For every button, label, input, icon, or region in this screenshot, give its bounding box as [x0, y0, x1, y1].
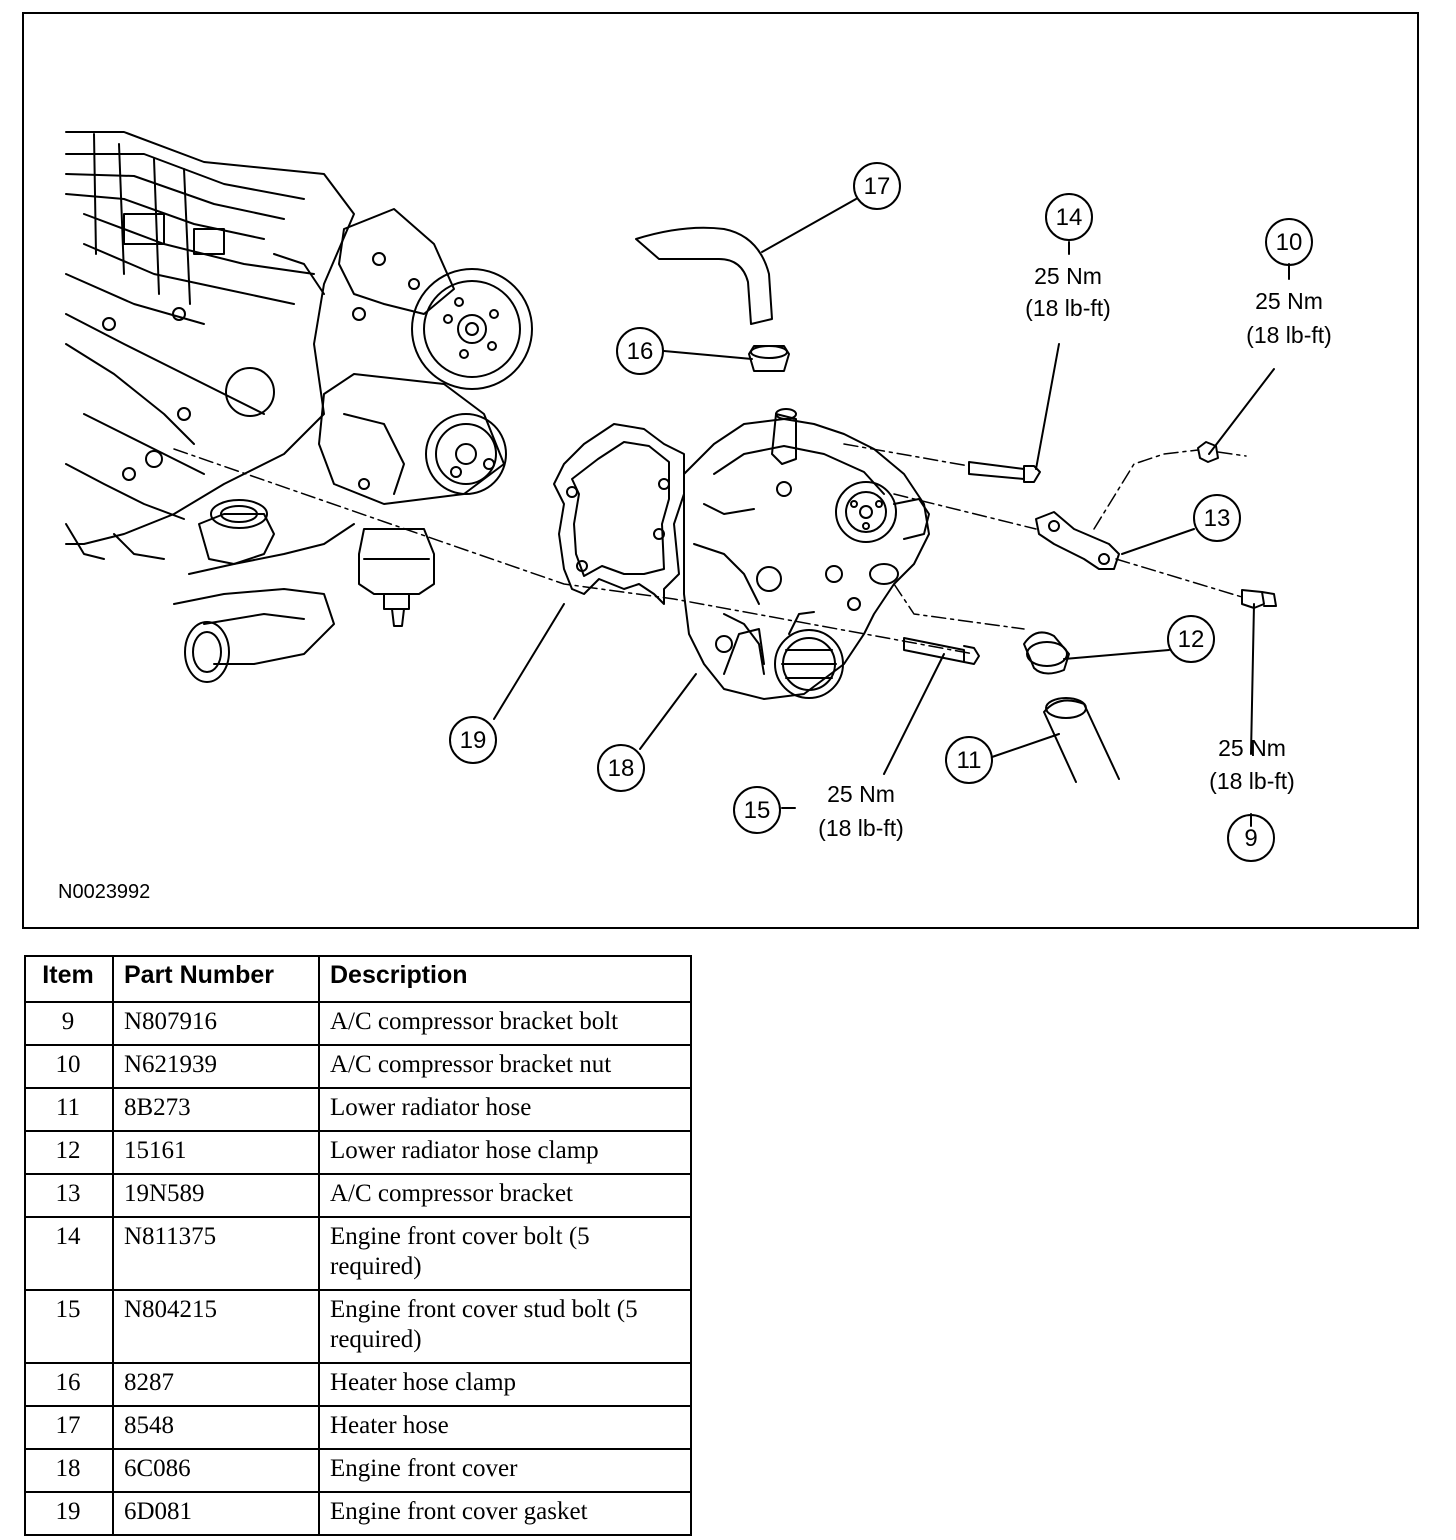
cell-part-number: N804215 — [112, 1289, 320, 1364]
callout-12: 12 — [1178, 626, 1205, 653]
cell-item: 12 — [24, 1130, 114, 1175]
engine-block-drawing — [65, 131, 533, 683]
table-row: 12 15161 Lower radiator hose clamp — [24, 1130, 692, 1175]
header-item: Item — [24, 955, 114, 1003]
cell-description: Engine front cover bolt (5 required) — [318, 1216, 692, 1291]
front-cover-gasket — [553, 423, 685, 605]
cell-part-number: N807916 — [112, 1001, 320, 1046]
table-row: 18 6C086 Engine front cover — [24, 1448, 692, 1493]
lower-hose-clamp — [1023, 631, 1070, 675]
exploded-view-figure: 17 16 14 10 13 12 11 19 18 15 9 25 Nm (1… — [22, 12, 1419, 929]
cell-description: Heater hose — [318, 1405, 692, 1450]
header-description: Description — [318, 955, 692, 1003]
figure-id: N0023992 — [58, 881, 150, 903]
cell-item: 13 — [24, 1173, 114, 1218]
table-row: 19 6D081 Engine front cover gasket — [24, 1491, 692, 1536]
callout-16: 16 — [627, 338, 654, 365]
cell-part-number: N621939 — [112, 1044, 320, 1089]
exploded-view-drawing: 17 16 14 10 13 12 11 19 18 15 9 25 Nm (1… — [58, 131, 1332, 903]
cell-description: Engine front cover — [318, 1448, 692, 1493]
callout-17: 17 — [864, 173, 891, 200]
leader-lines — [493, 198, 1290, 827]
torque-14-nm: 25 Nm — [1034, 263, 1102, 289]
cell-part-number: 6C086 — [112, 1448, 320, 1493]
cell-description: Lower radiator hose — [318, 1087, 692, 1132]
cell-description: A/C compressor bracket bolt — [318, 1001, 692, 1046]
cell-description: A/C compressor bracket — [318, 1173, 692, 1218]
ac-compressor-bracket — [1035, 511, 1120, 570]
callout-9: 9 — [1244, 825, 1257, 852]
callout-18: 18 — [608, 755, 635, 782]
cell-item: 16 — [24, 1362, 114, 1407]
torque-10-lbft: (18 lb-ft) — [1246, 322, 1332, 348]
cell-item: 19 — [24, 1491, 114, 1536]
cell-description: Lower radiator hose clamp — [318, 1130, 692, 1175]
bolt-9 — [1241, 589, 1265, 609]
callout-11: 11 — [957, 747, 982, 774]
bolt-14 — [968, 461, 1025, 480]
cell-item: 11 — [24, 1087, 114, 1132]
torque-9-lbft: (18 lb-ft) — [1209, 768, 1295, 794]
cell-description: Heater hose clamp — [318, 1362, 692, 1407]
callout-15: 15 — [744, 797, 771, 824]
cell-item: 14 — [24, 1216, 114, 1291]
heater-hose-clamp — [748, 345, 790, 372]
cell-item: 9 — [24, 1001, 114, 1046]
heater-hose — [635, 226, 773, 325]
nut-10 — [1197, 441, 1219, 463]
engine-front-cover — [683, 418, 930, 700]
table-row: 17 8548 Heater hose — [24, 1405, 692, 1450]
lower-radiator-hose — [1043, 699, 1120, 783]
cell-description: Engine front cover gasket — [318, 1491, 692, 1536]
table-row: 14 N811375 Engine front cover bolt (5 re… — [24, 1216, 692, 1291]
cell-item: 10 — [24, 1044, 114, 1089]
cell-description: A/C compressor bracket nut — [318, 1044, 692, 1089]
callout-circles — [449, 162, 1313, 862]
torque-14-lbft: (18 lb-ft) — [1025, 295, 1111, 321]
callout-10: 10 — [1276, 229, 1303, 256]
cell-part-number: 15161 — [112, 1130, 320, 1175]
table-row: 11 8B273 Lower radiator hose — [24, 1087, 692, 1132]
torque-9-nm: 25 Nm — [1218, 735, 1286, 761]
alignment-lines — [173, 443, 1247, 655]
callout-14: 14 — [1056, 204, 1083, 231]
callout-19: 19 — [460, 727, 487, 754]
table-row: 16 8287 Heater hose clamp — [24, 1362, 692, 1407]
cell-part-number: 8B273 — [112, 1087, 320, 1132]
torque-15-lbft: (18 lb-ft) — [818, 815, 904, 841]
cell-part-number: 8287 — [112, 1362, 320, 1407]
table-row: 10 N621939 A/C compressor bracket nut — [24, 1044, 692, 1089]
cell-description: Engine front cover stud bolt (5 required… — [318, 1289, 692, 1364]
torque-10-nm: 25 Nm — [1255, 288, 1323, 314]
torque-15-nm: 25 Nm — [827, 781, 895, 807]
cell-part-number: N811375 — [112, 1216, 320, 1291]
callout-13: 13 — [1204, 505, 1231, 532]
table-row: 9 N807916 A/C compressor bracket bolt — [24, 1001, 692, 1046]
table-row: 15 N804215 Engine front cover stud bolt … — [24, 1289, 692, 1364]
parts-table: Item Part Number Description 9 N807916 A… — [24, 955, 692, 1536]
stud-15 — [903, 637, 965, 663]
header-part-number: Part Number — [112, 955, 320, 1003]
cell-part-number: 8548 — [112, 1405, 320, 1450]
cell-item: 18 — [24, 1448, 114, 1493]
cell-item: 15 — [24, 1289, 114, 1364]
table-row: 13 19N589 A/C compressor bracket — [24, 1173, 692, 1218]
cell-part-number: 6D081 — [112, 1491, 320, 1536]
cell-item: 17 — [24, 1405, 114, 1450]
cell-part-number: 19N589 — [112, 1173, 320, 1218]
table-header-row: Item Part Number Description — [24, 955, 692, 1003]
